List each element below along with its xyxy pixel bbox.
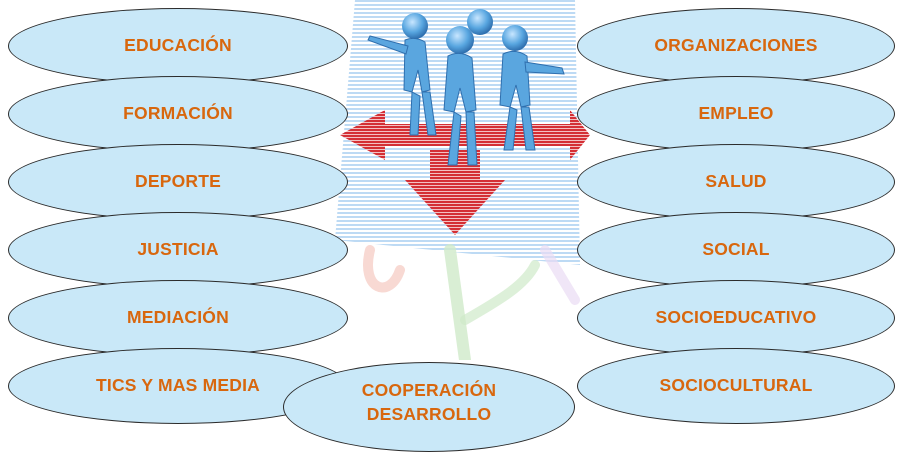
node-mediacion[interactable]: MEDIACIÓN <box>8 280 348 356</box>
node-justicia[interactable]: JUSTICIA <box>8 212 348 288</box>
node-label: MEDIACIÓN <box>127 307 229 328</box>
node-label-line2: DESARROLLO <box>366 403 492 424</box>
node-sociocultural[interactable]: SOCIOCULTURAL <box>577 348 895 424</box>
node-deporte[interactable]: DEPORTE <box>8 144 348 220</box>
node-label: JUSTICIA <box>137 239 219 260</box>
node-socioeducativo[interactable]: SOCIOEDUCATIVO <box>577 280 895 356</box>
node-label: ORGANIZACIONES <box>654 35 818 56</box>
node-salud[interactable]: SALUD <box>577 144 895 220</box>
node-label: FORMACIÓN <box>123 103 233 124</box>
node-label: EMPLEO <box>698 103 774 124</box>
node-label: SOCIOEDUCATIVO <box>655 307 817 328</box>
people-on-crossroads-arrows-icon <box>335 0 590 360</box>
node-empleo[interactable]: EMPLEO <box>577 76 895 152</box>
node-cooperacion-desarrollo[interactable]: COOPERACIÓN DESARROLLO <box>283 362 575 452</box>
node-label: DEPORTE <box>135 171 221 192</box>
node-label-line1: COOPERACIÓN <box>361 380 497 400</box>
node-label: SOCIAL <box>702 239 770 260</box>
node-label: EDUCACIÓN <box>124 35 232 56</box>
node-educacion[interactable]: EDUCACIÓN <box>8 8 348 84</box>
node-organizaciones[interactable]: ORGANIZACIONES <box>577 8 895 84</box>
diagram: EDUCACIÓN FORMACIÓN DEPORTE JUSTICIA MED… <box>8 0 895 452</box>
node-formacion[interactable]: FORMACIÓN <box>8 76 348 152</box>
node-label: TICS Y MAS MEDIA <box>96 375 260 396</box>
node-label-group: COOPERACIÓN DESARROLLO <box>362 379 496 426</box>
node-label: SALUD <box>705 171 767 192</box>
node-label: SOCIOCULTURAL <box>659 375 813 396</box>
node-social[interactable]: SOCIAL <box>577 212 895 288</box>
